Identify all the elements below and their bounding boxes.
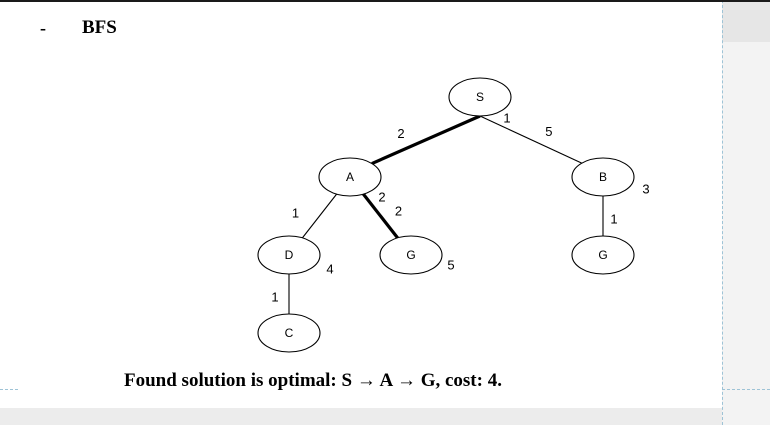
right-panel (722, 0, 770, 425)
right-panel-header (722, 0, 770, 42)
node-layer: S A B D G G C (257, 77, 635, 353)
node-cost-g1: 5 (447, 257, 454, 272)
slide-guide-horizontal-right (722, 389, 770, 390)
tree-node-c: C (257, 313, 321, 353)
slide-guide-horizontal-left (0, 389, 18, 390)
tree-node-b: B (571, 157, 635, 197)
solution-caption: Found solution is optimal: S → A → G, co… (124, 370, 502, 391)
node-ellipse-d (257, 235, 321, 275)
tree-node-a: A (318, 157, 382, 197)
node-ellipse-a (318, 157, 382, 197)
edge-s-b (479, 115, 582, 164)
edge-weight-s-a: 2 (397, 126, 404, 141)
edge-weight-b-g2: 1 (610, 211, 617, 226)
node-cost-d: 4 (326, 261, 333, 276)
bullet-dash: - (40, 18, 46, 38)
top-border (0, 0, 770, 2)
edge-layer (288, 114, 604, 314)
node-ellipse-g2 (571, 235, 635, 275)
tree-node-g1: G (379, 235, 443, 275)
node-ellipse-s (448, 77, 512, 117)
node-cost-a: 2 (378, 189, 385, 204)
node-label-c: C (285, 326, 294, 340)
edge-s-a-highlighted (371, 114, 481, 166)
node-cost-s: 1 (503, 110, 510, 125)
node-label-d: D (285, 248, 294, 262)
tree-node-d: D (257, 235, 321, 275)
tree-node-s: S (448, 77, 512, 117)
node-label-g2: G (598, 248, 607, 262)
slide-guide-vertical (722, 0, 723, 425)
node-ellipse-c (257, 313, 321, 353)
node-ellipse-b (571, 157, 635, 197)
node-label-s: S (476, 90, 484, 104)
edge-weight-d-c: 1 (271, 289, 278, 304)
node-label-a: A (346, 170, 354, 184)
tree-node-g2: G (571, 235, 635, 275)
slide-heading: BFS (82, 17, 117, 38)
slide-canvas (0, 0, 722, 408)
node-cost-b: 3 (642, 181, 649, 196)
node-label-b: B (599, 170, 607, 184)
edge-weight-s-b: 5 (545, 124, 552, 139)
edge-a-d (301, 193, 338, 239)
node-label-g1: G (406, 248, 415, 262)
bfs-search-tree: S A B D G G C 2 5 1 2 1 1 1 2 3 4 5 (257, 77, 650, 353)
label-layer: 2 5 1 2 1 1 1 2 3 4 5 (271, 110, 649, 304)
edge-a-g1-highlighted (362, 193, 399, 239)
edge-weight-a-d: 1 (292, 205, 299, 220)
edge-weight-a-g1: 2 (395, 203, 402, 218)
node-ellipse-g1 (379, 235, 443, 275)
